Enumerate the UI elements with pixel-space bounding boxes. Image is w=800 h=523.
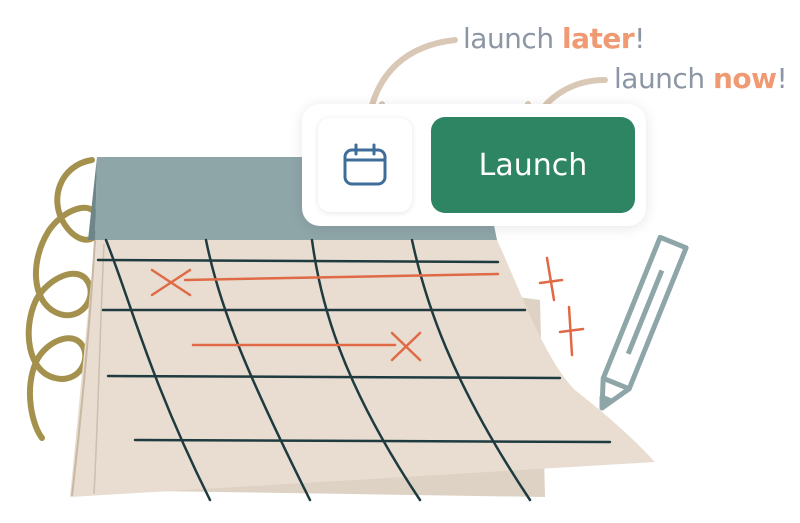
- launch-button[interactable]: Launch: [431, 117, 635, 213]
- calendar-icon: [343, 143, 387, 186]
- strike-marks: [150, 256, 585, 362]
- annotation-later-emphasis: later: [561, 22, 635, 55]
- schedule-launch-button[interactable]: [318, 118, 412, 212]
- calendar-page: [70, 240, 655, 497]
- annotation-now-suffix: !: [776, 62, 788, 95]
- calendar-grid: [96, 238, 612, 502]
- annotation-later-suffix: !: [634, 22, 645, 55]
- annotation-launch-later: launch later!: [463, 22, 645, 55]
- annotation-now-emphasis: now: [712, 62, 777, 95]
- annotation-launch-now: launch now!: [614, 62, 788, 95]
- annotation-later-prefix: launch: [463, 22, 562, 55]
- pencil-icon: [599, 234, 689, 411]
- annotation-now-prefix: launch: [614, 62, 713, 95]
